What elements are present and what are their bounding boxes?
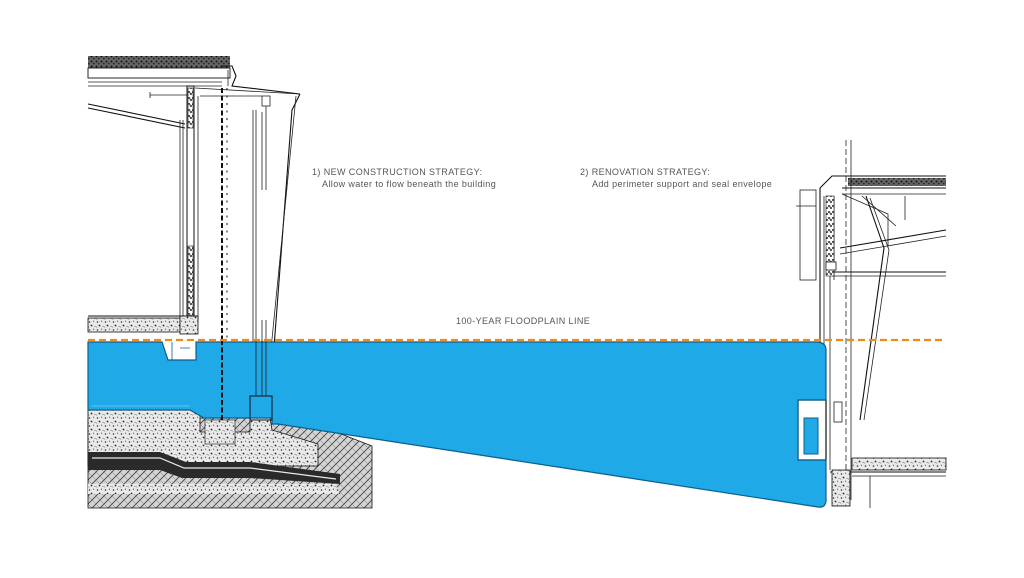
left-roof-gravel [88,56,230,68]
floodplain-label: 100-YEAR FLOODPLAIN LINE [456,316,590,326]
left-floor-gravel [87,317,181,333]
right-floor-gravel [851,457,947,471]
right-roof-gravel [848,178,946,186]
new-construction-subtitle: Allow water to flow beneath the building [322,179,496,189]
flood-water [87,341,827,508]
left-wall-insulation-lower [187,245,194,317]
new-construction-title: 1) NEW CONSTRUCTION STRATEGY: [312,167,482,177]
renovation-title: 2) RENOVATION STRATEGY: [580,167,710,177]
left-wall-insulation-upper [187,87,194,129]
left-roof-deck [87,67,231,79]
renovation-subtitle: Add perimeter support and seal envelope [592,179,772,189]
